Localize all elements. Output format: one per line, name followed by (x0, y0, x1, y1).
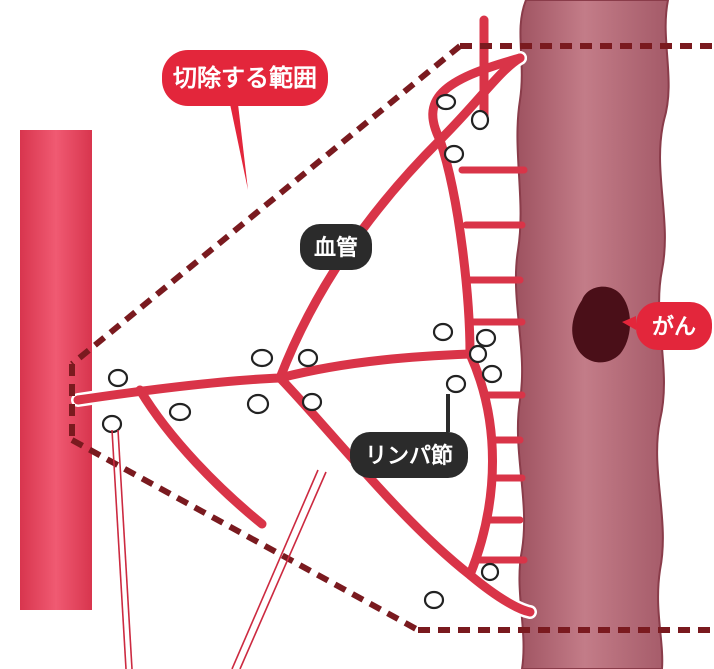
lymph-node-circle (107, 368, 129, 388)
lymph-node-circle (423, 590, 445, 610)
top-loop (428, 53, 525, 145)
lymph-node-circle (246, 393, 270, 415)
lymph-node-circle (432, 322, 454, 342)
lymph-node-circle (475, 328, 497, 348)
lymph-node-circle (250, 348, 274, 368)
lymph-node-circle (101, 414, 123, 434)
lower-branch (275, 373, 535, 617)
callout-cancer: がん (622, 302, 712, 350)
resection-boundary (69, 43, 714, 633)
lymph-node-circle (168, 402, 192, 422)
upper-branch (275, 53, 525, 383)
marginal-upper (435, 135, 475, 359)
lymph-nodes (101, 93, 503, 610)
lymph-node-circle (445, 374, 467, 394)
cancer-label: がん (652, 314, 696, 340)
aorta (20, 130, 92, 610)
lymph-node-circle (443, 144, 465, 164)
callout-lymph-node: リンパ節 (350, 394, 468, 478)
lymph-node-circle (468, 344, 488, 364)
resection-range-label: 切除する範囲 (173, 64, 317, 92)
callout-blood-vessel: 血管 (300, 224, 372, 270)
lymph-node-circle (470, 109, 490, 131)
lymph-node-circle (301, 392, 323, 412)
marginal-lower (465, 349, 497, 580)
tumor (572, 286, 631, 363)
side-branch (135, 385, 267, 529)
middle-branch (275, 349, 475, 383)
blood-vessels (73, 15, 535, 617)
lymph-node-circle (480, 562, 500, 582)
lymph-node-circle (435, 93, 457, 111)
lymph-node-circle (481, 364, 503, 384)
main-artery (73, 373, 285, 405)
leader-lines (111, 429, 327, 669)
lymph-node-label: リンパ節 (365, 443, 453, 469)
callout-resection-range: 切除する範囲 (162, 50, 328, 190)
lymph-node-circle (297, 348, 319, 368)
vasa-recta (458, 166, 528, 564)
blood-vessel-label: 血管 (314, 235, 358, 261)
